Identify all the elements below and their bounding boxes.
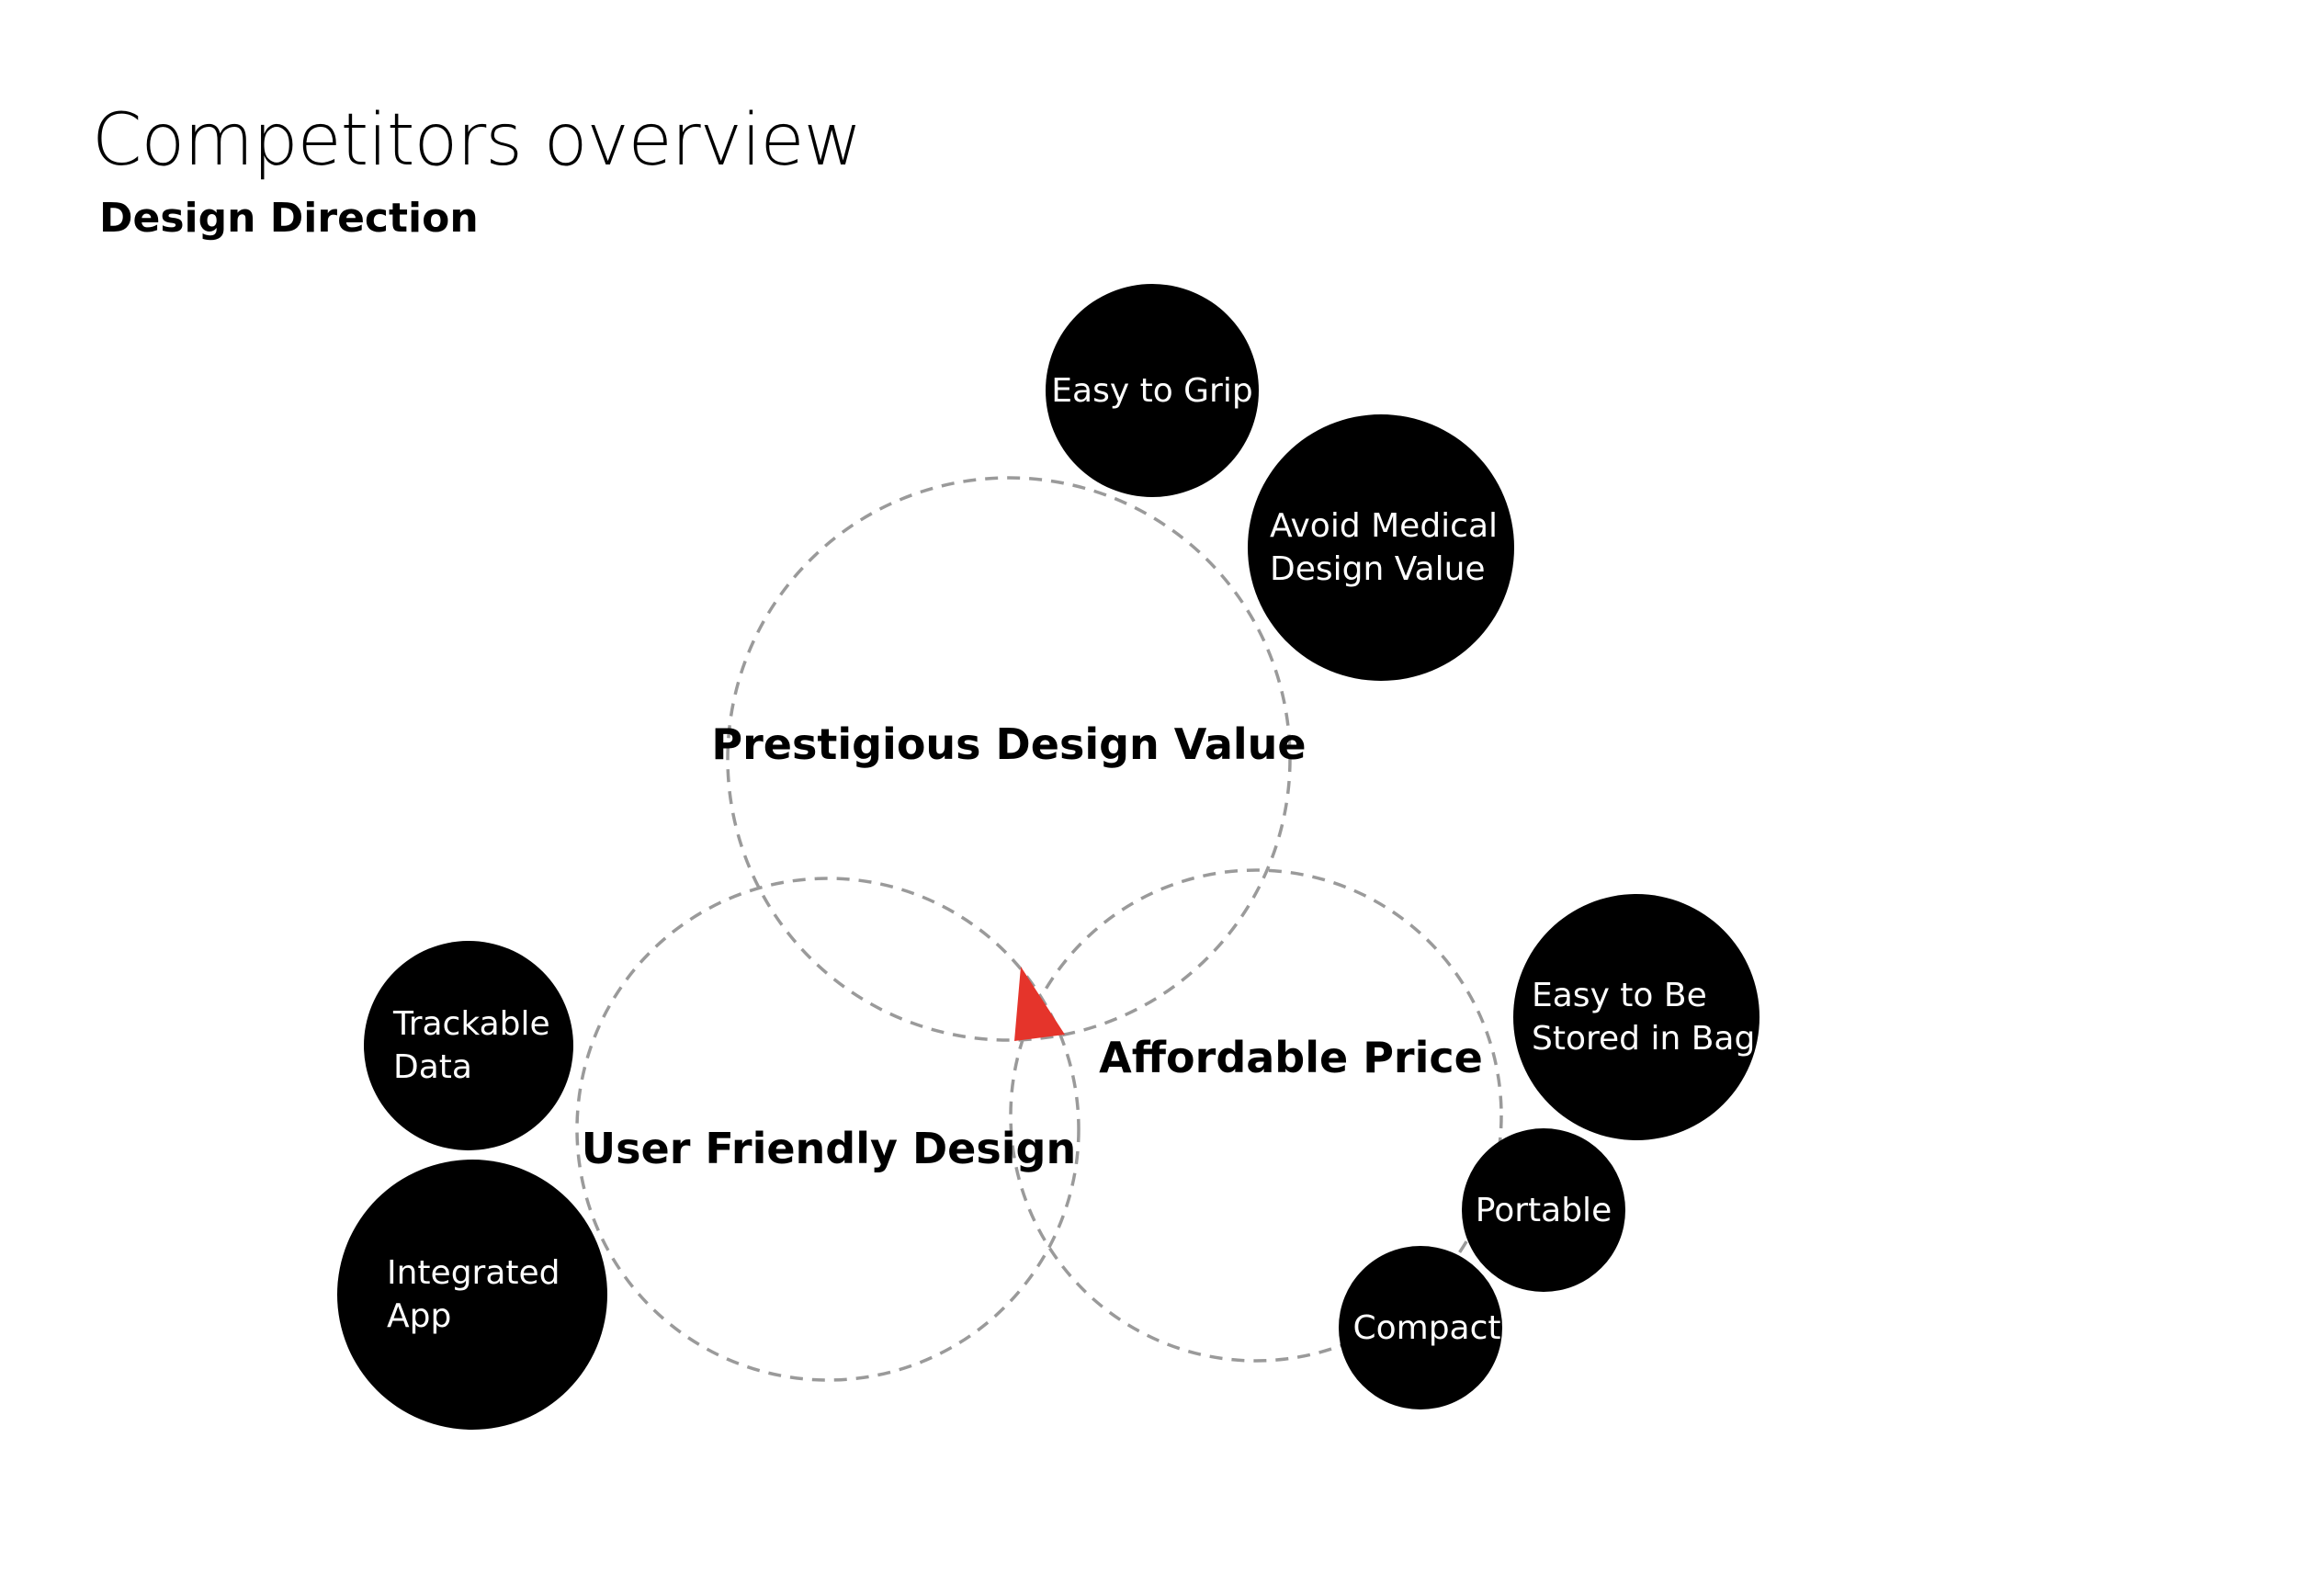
bubble-stored-in-bag: Easy to Be Stored in Bag <box>1513 894 1760 1140</box>
venn-label-affordable: Affordable Price <box>1099 1033 1483 1082</box>
bubble-compact: Compact <box>1339 1246 1502 1409</box>
venn-circle-affordable <box>1009 868 1503 1363</box>
venn-label-user-friendly: User Friendly Design <box>581 1124 1077 1173</box>
bubble-avoid-medical-design: Avoid Medical Design Value <box>1248 414 1514 681</box>
page-subtitle: Design Direction <box>99 195 479 242</box>
bubble-portable: Portable <box>1462 1128 1625 1292</box>
venn-circle-prestigious <box>726 476 1292 1042</box>
bubble-trackable-data: Trackable Data <box>364 941 573 1150</box>
venn-label-prestigious: Prestigious Design Value <box>711 719 1307 769</box>
bubble-integrated-app: Integrated App <box>337 1160 607 1430</box>
venn-circle-user-friendly <box>575 877 1081 1382</box>
page-title: Competitors overview <box>92 99 862 182</box>
venn-intersection-highlight <box>1014 967 1065 1041</box>
bubble-easy-to-grip: Easy to Grip <box>1046 284 1259 497</box>
